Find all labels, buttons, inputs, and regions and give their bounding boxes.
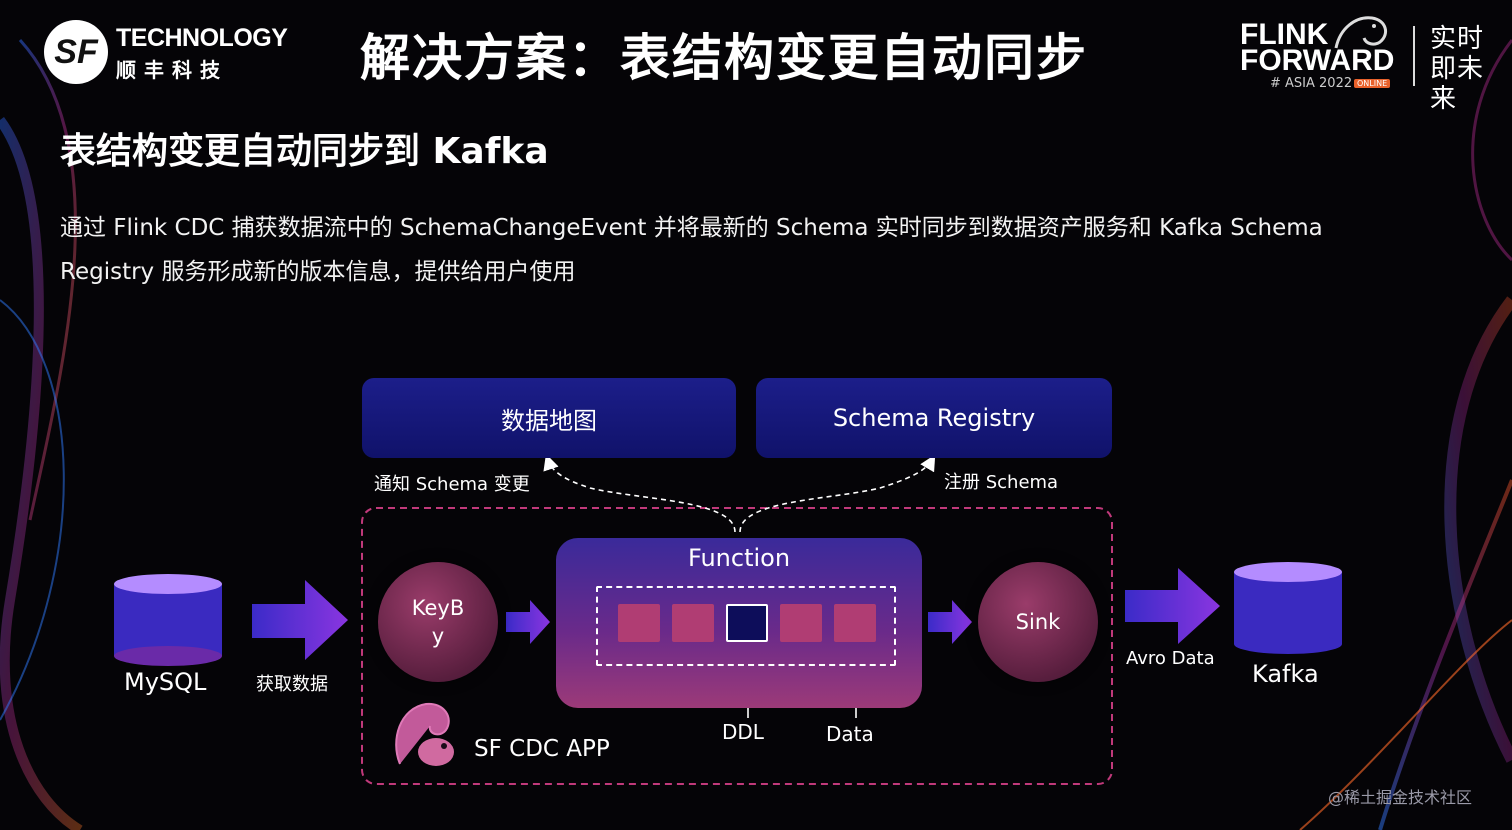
keyby-label: KeyBy bbox=[411, 596, 465, 648]
header-divider bbox=[1413, 26, 1415, 86]
keyby-arrow bbox=[506, 600, 550, 644]
function-label: Function bbox=[687, 544, 791, 572]
ddl-event-cell bbox=[726, 604, 768, 642]
fetch-data-label: 获取数据 bbox=[256, 674, 328, 695]
section-description: 通过 Flink CDC 捕获数据流中的 SchemaChangeEvent 并… bbox=[60, 215, 1323, 285]
event-buffer bbox=[596, 586, 896, 666]
watermark: @稀土掘金技术社区 bbox=[1328, 788, 1473, 807]
event-cell bbox=[618, 604, 660, 642]
ddl-label: DDL bbox=[722, 720, 764, 744]
function-node: Function bbox=[556, 538, 922, 708]
schema-registry-box: Schema Registry bbox=[756, 378, 1112, 458]
data-label: Data bbox=[826, 722, 874, 746]
mysql-db-icon bbox=[114, 574, 222, 666]
slide-title: 解决方案：表结构变更自动同步 bbox=[360, 29, 1088, 87]
mysql-label: MySQL bbox=[124, 668, 207, 696]
event-logo-forward: FORWARD bbox=[1240, 44, 1395, 77]
sf-logo-mark: SF bbox=[44, 20, 108, 84]
fetch-arrow bbox=[252, 580, 348, 660]
online-badge: ONLINE bbox=[1354, 79, 1391, 88]
section-subtitle: 表结构变更自动同步到 Kafka bbox=[60, 131, 549, 172]
event-sub-text: # ASIA 2022 bbox=[1270, 76, 1353, 91]
keyby-node: KeyBy bbox=[378, 562, 498, 682]
function-arrow bbox=[928, 600, 972, 644]
register-schema-label: 注册 Schema bbox=[944, 472, 1059, 493]
squirrel-mascot-icon bbox=[395, 702, 454, 766]
logo-cn-text: 顺丰科技 bbox=[116, 58, 228, 82]
data-map-label: 数据地图 bbox=[501, 406, 597, 435]
kafka-db-icon bbox=[1234, 562, 1342, 654]
event-logo-flink: FLINK bbox=[1240, 18, 1329, 51]
avro-data-label: Avro Data bbox=[1126, 648, 1215, 669]
event-cell bbox=[672, 604, 714, 642]
register-arc bbox=[739, 454, 936, 533]
event-cell bbox=[780, 604, 822, 642]
squirrel-icon bbox=[1334, 16, 1388, 49]
app-label: SF CDC APP bbox=[474, 736, 610, 762]
sink-node: Sink bbox=[978, 562, 1098, 682]
kafka-label: Kafka bbox=[1252, 660, 1319, 688]
notify-arc bbox=[543, 453, 736, 533]
schema-registry-label: Schema Registry bbox=[832, 404, 1036, 432]
sink-label: Sink bbox=[1015, 610, 1061, 634]
event-slogan: 实时即未来 bbox=[1430, 24, 1485, 114]
data-map-box: 数据地图 bbox=[362, 378, 736, 458]
data-event-cell bbox=[834, 604, 876, 642]
avro-arrow bbox=[1125, 568, 1220, 644]
notify-schema-label: 通知 Schema 变更 bbox=[374, 474, 530, 495]
logo-technology-text: TECHNOLOGY bbox=[116, 24, 288, 52]
app-container-border bbox=[361, 507, 1113, 785]
